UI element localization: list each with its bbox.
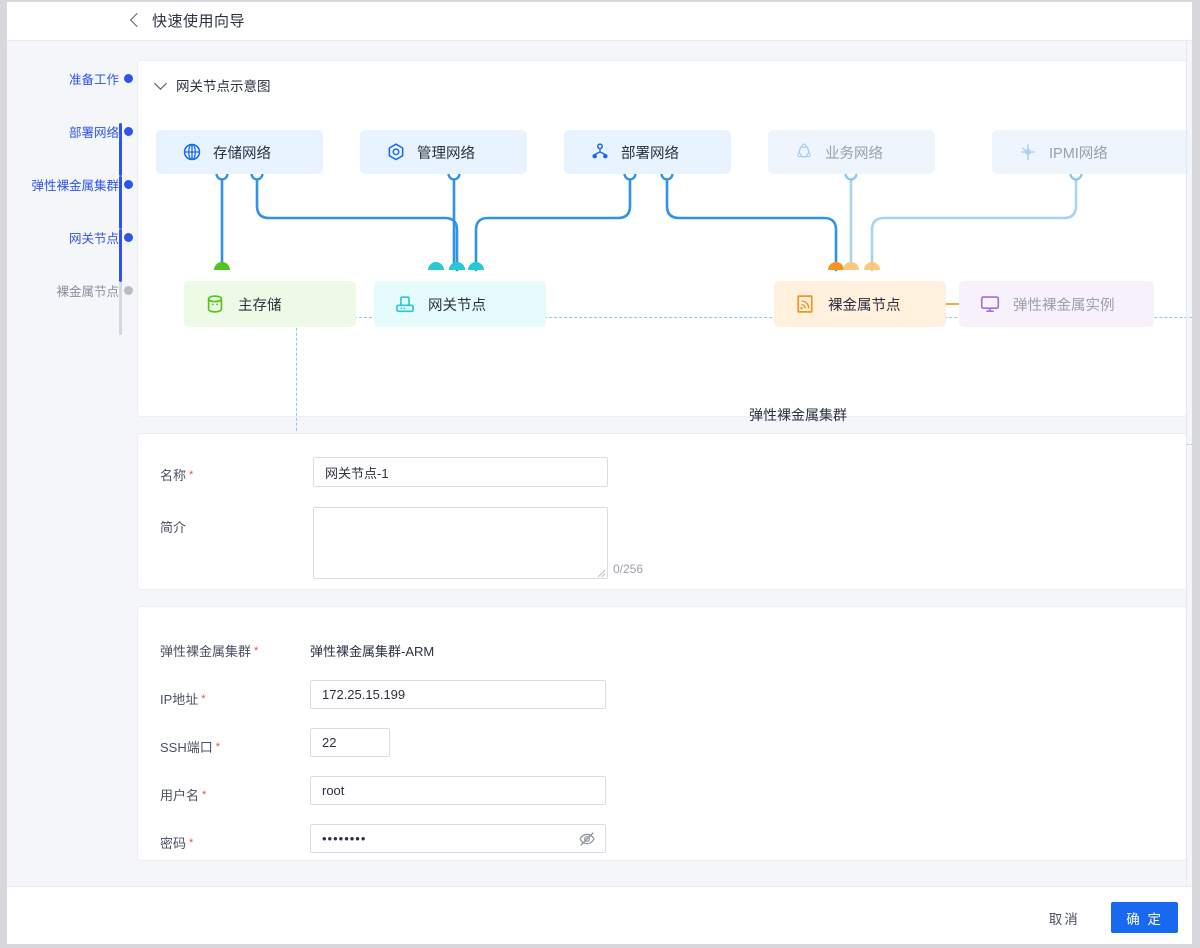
sidebar-item-deploy-network[interactable]: 部署网络 [68,122,133,140]
cancel-button[interactable]: 取消 [1048,911,1080,927]
service-box-bare-metal-node[interactable]: 裸金属节点 [774,281,946,327]
required-marker: * [201,693,206,705]
required-marker: * [189,469,194,481]
network-label: 部署网络 [621,145,679,162]
step-dot-icon [124,179,133,189]
network-topology-diagram: 弹性裸金属集群 [138,61,1200,445]
window-edge-top [0,0,1200,2]
step-dot-icon [124,285,133,295]
username-input-value: root [322,783,345,798]
password-input-value: •••••••• [322,831,367,846]
router-icon [396,296,414,313]
required-marker: * [254,645,259,657]
username-input[interactable]: root [310,776,606,805]
network-box-storage[interactable]: 存储网络 [156,130,323,174]
diagram-card: 网关节点示意图 弹性裸金属集群 [138,61,1200,445]
ip-label: IP地址* [160,692,206,707]
name-input-value: 网关节点-1 [325,465,389,481]
network-box-management[interactable]: 管理网络 [360,130,527,174]
description-counter: 0/256 [613,562,644,576]
cluster-value: 弹性裸金属集群-ARM [310,644,435,659]
service-label: 裸金属节点 [828,297,901,314]
network-label: 业务网络 [825,145,883,162]
top-bar: 快速使用向导 [0,0,1200,41]
ip-input-value: 172.25.15.199 [322,687,406,702]
globe-icon [183,143,201,161]
cluster-label: 弹性裸金属集群 [749,407,847,423]
password-label: 密码* [160,836,194,851]
connector-wires [214,167,1083,310]
window-edge-bottom [0,944,1200,948]
name-label: 名称* [160,468,194,483]
dialog-footer: 取消 确 定 [0,886,1200,948]
service-box-bm-instance[interactable]: 弹性裸金属实例 [959,281,1154,327]
step-list: 准备工作 部署网络 弹性裸金属集群 网关节点 裸金属节点 [0,41,138,335]
rail-segment-1 [119,123,122,176]
back-button[interactable]: 快速使用向导 [129,0,246,40]
textarea-resize-handle[interactable] [597,569,606,578]
basic-info-card: 名称* 网关节点-1 简介 0/256 [138,434,1186,589]
network-box-business[interactable]: 业务网络 [768,130,935,174]
hexagon-target-icon [388,143,404,161]
sidebar-item-bm-node[interactable]: 裸金属节点 [56,281,133,299]
step-label: 网关节点 [68,231,119,246]
monitor-icon [980,296,1000,312]
diagram-title: 网关节点示意图 [176,79,271,94]
description-label: 简介 [160,520,187,535]
chevron-left-icon [129,12,145,28]
required-marker: * [215,741,221,753]
rail-segment-3 [119,229,122,282]
window-edge-left [0,0,7,948]
connection-info-card: 弹性裸金属集群* 弹性裸金属集群-ARM IP地址* 172.25.15.199… [138,607,1186,860]
page-title: 快速使用向导 [152,12,246,30]
rail-segment-4 [119,282,122,335]
step-label: 裸金属节点 [56,284,119,299]
password-input[interactable]: •••••••• [310,824,606,853]
network-label: 管理网络 [417,145,475,162]
confirm-button[interactable]: 确 定 [1111,902,1178,933]
ssh-port-input-value: 22 [322,735,337,750]
name-input[interactable]: 网关节点-1 [313,457,608,487]
step-dot-icon [124,73,133,83]
ssh-port-input[interactable]: 22 [310,728,390,757]
database-icon [207,295,223,313]
eye-off-icon[interactable] [578,830,596,848]
step-label: 弹性裸金属集群 [31,178,119,193]
username-label: 用户名* [160,788,207,803]
cluster-label-field: 弹性裸金属集群* [160,644,259,659]
network-nodes-icon [592,143,608,159]
service-box-gateway-node[interactable]: 网关节点 [374,281,546,327]
step-dot-icon [124,232,133,242]
ipmi-pin-icon [1021,144,1035,160]
description-textarea[interactable] [313,507,608,579]
step-dot-icon [124,126,133,136]
network-label: IPMI网络 [1049,145,1108,162]
required-marker: * [202,789,207,801]
ssh-port-label: SSH端口* [160,740,221,755]
network-box-deploy[interactable]: 部署网络 [564,130,731,174]
service-label: 网关节点 [428,297,486,314]
diagram-collapse-toggle[interactable]: 网关节点示意图 [154,75,271,95]
sidebar-item-bm-cluster[interactable]: 弹性裸金属集群 [31,175,133,193]
signal-square-icon [797,295,813,313]
service-box-primary-storage[interactable]: 主存储 [184,281,356,327]
step-rail: 准备工作 部署网络 弹性裸金属集群 网关节点 裸金属节点 [0,41,138,903]
content-scroll-divider [1186,41,1187,886]
step-label: 部署网络 [68,125,119,140]
sidebar-item-gateway-node[interactable]: 网关节点 [68,228,133,246]
rail-segment-2 [119,176,122,229]
step-label: 准备工作 [68,72,119,87]
required-marker: * [189,837,194,849]
service-label: 弹性裸金属实例 [1013,297,1115,314]
cloud-nodes-icon [797,143,811,158]
network-label: 存储网络 [213,145,271,162]
sidebar-item-prepare[interactable]: 准备工作 [68,69,133,87]
ip-input[interactable]: 172.25.15.199 [310,680,606,709]
service-label: 主存储 [238,297,282,314]
network-box-ipmi[interactable]: IPMI网络 [992,130,1191,174]
window-edge-right [1192,0,1200,948]
